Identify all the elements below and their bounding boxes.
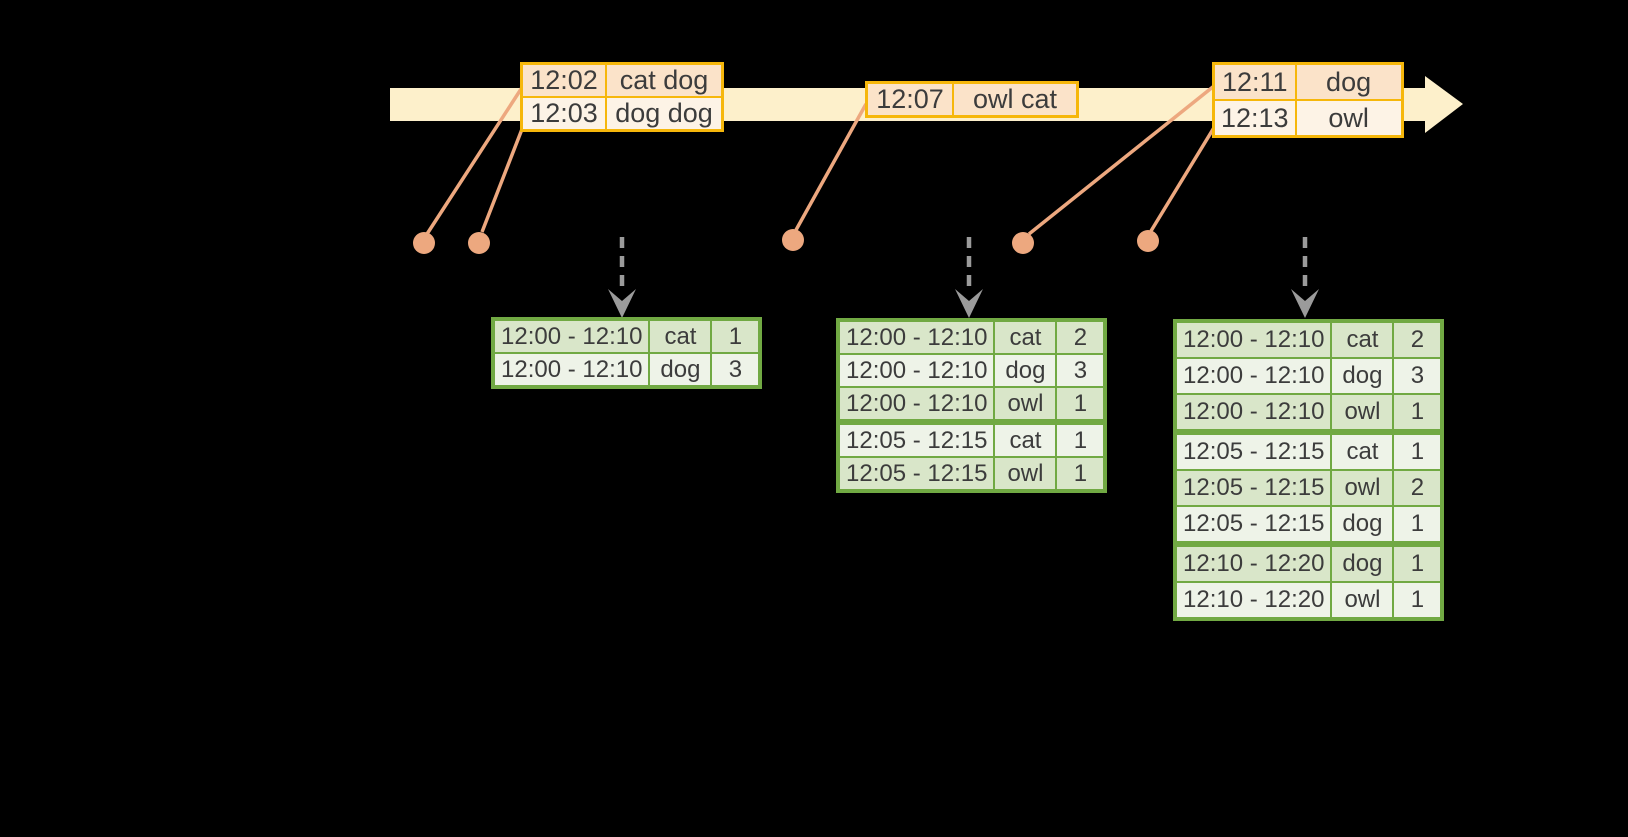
table-cell-word: cat xyxy=(1330,320,1395,359)
table-cell-count: 2 xyxy=(1392,320,1444,359)
table-cell-window: 12:00 - 12:10 xyxy=(836,353,996,388)
table-cell-window: 12:00 - 12:10 xyxy=(836,386,996,423)
table-cell-word: owl xyxy=(993,456,1058,492)
table-cell-count: 1 xyxy=(1055,419,1107,458)
table-cell-count: 1 xyxy=(1392,505,1444,545)
table-cell-count: 1 xyxy=(1392,429,1444,471)
table-cell-count: 1 xyxy=(1055,456,1107,492)
event-marker-dots xyxy=(413,229,1159,254)
table-cell-count: 1 xyxy=(1392,581,1444,620)
table-cell-word: dog xyxy=(1330,357,1395,395)
table-cell-count: 1 xyxy=(1055,386,1107,423)
table-cell-words: cat dog xyxy=(605,62,724,98)
table-cell-word: cat xyxy=(648,318,713,354)
table-cell-count: 1 xyxy=(710,318,762,354)
event-connector-line xyxy=(794,103,868,231)
event-connector-lines xyxy=(425,84,1217,236)
table-cell-words: owl xyxy=(1294,99,1404,138)
table-cell-count: 1 xyxy=(1392,541,1444,583)
table-cell-window: 12:00 - 12:10 xyxy=(1173,357,1333,395)
table-cell-word: cat xyxy=(993,319,1058,355)
table-cell-window: 12:05 - 12:15 xyxy=(1173,429,1333,471)
table-cell-window: 12:05 - 12:15 xyxy=(1173,505,1333,545)
trigger-arrowhead xyxy=(608,289,636,318)
table-cell-window: 12:00 - 12:10 xyxy=(836,319,996,355)
event-marker-dot xyxy=(1012,232,1034,254)
table-cell-word: cat xyxy=(993,419,1058,458)
table-cell-window: 12:00 - 12:10 xyxy=(1173,393,1333,433)
table-cell-window: 12:10 - 12:20 xyxy=(1173,541,1333,583)
event-marker-dot xyxy=(413,232,435,254)
table-cell-word: dog xyxy=(993,353,1058,388)
table-cell-count: 1 xyxy=(1392,393,1444,433)
table-cell-window: 12:00 - 12:10 xyxy=(1173,320,1333,359)
table-cell-word: owl xyxy=(1330,393,1395,433)
table-cell-window: 12:05 - 12:15 xyxy=(836,456,996,492)
table-cell-word: cat xyxy=(1330,429,1395,471)
table-cell-time: 12:07 xyxy=(865,81,954,118)
table-cell-word: owl xyxy=(1330,581,1395,620)
table-cell-word: dog xyxy=(648,352,713,388)
table-cell-word: owl xyxy=(993,386,1058,423)
event-connector-line xyxy=(1027,84,1216,236)
table-cell-words: dog dog xyxy=(605,96,724,132)
timeline-arrowhead xyxy=(1425,76,1463,133)
table-cell-count: 2 xyxy=(1392,469,1444,507)
trigger-arrowhead xyxy=(955,289,983,318)
event-marker-dot xyxy=(782,229,804,251)
table-cell-time: 12:03 xyxy=(520,96,607,132)
table-cell-word: dog xyxy=(1330,541,1395,583)
table-cell-time: 12:11 xyxy=(1212,62,1297,101)
table-cell-time: 12:02 xyxy=(520,62,607,98)
table-cell-word: owl xyxy=(1330,469,1395,507)
table-cell-time: 12:13 xyxy=(1212,99,1297,138)
table-cell-words: owl cat xyxy=(952,81,1079,118)
table-cell-count: 3 xyxy=(1392,357,1444,395)
table-cell-window: 12:00 - 12:10 xyxy=(491,318,651,354)
table-cell-words: dog xyxy=(1294,62,1404,101)
event-connector-line xyxy=(1149,125,1217,232)
table-cell-count: 3 xyxy=(710,352,762,388)
event-connector-line xyxy=(425,85,525,235)
table-cell-word: dog xyxy=(1330,505,1395,545)
table-cell-window: 12:05 - 12:15 xyxy=(1173,469,1333,507)
event-connector-line xyxy=(480,123,526,233)
table-cell-count: 3 xyxy=(1055,353,1107,388)
table-cell-window: 12:00 - 12:10 xyxy=(491,352,651,388)
trigger-arrowhead xyxy=(1291,289,1319,318)
event-marker-dot xyxy=(468,232,490,254)
event-marker-dot xyxy=(1137,230,1159,252)
trigger-arrows xyxy=(608,237,1319,318)
table-cell-window: 12:05 - 12:15 xyxy=(836,419,996,458)
table-cell-count: 2 xyxy=(1055,319,1107,355)
table-cell-window: 12:10 - 12:20 xyxy=(1173,581,1333,620)
